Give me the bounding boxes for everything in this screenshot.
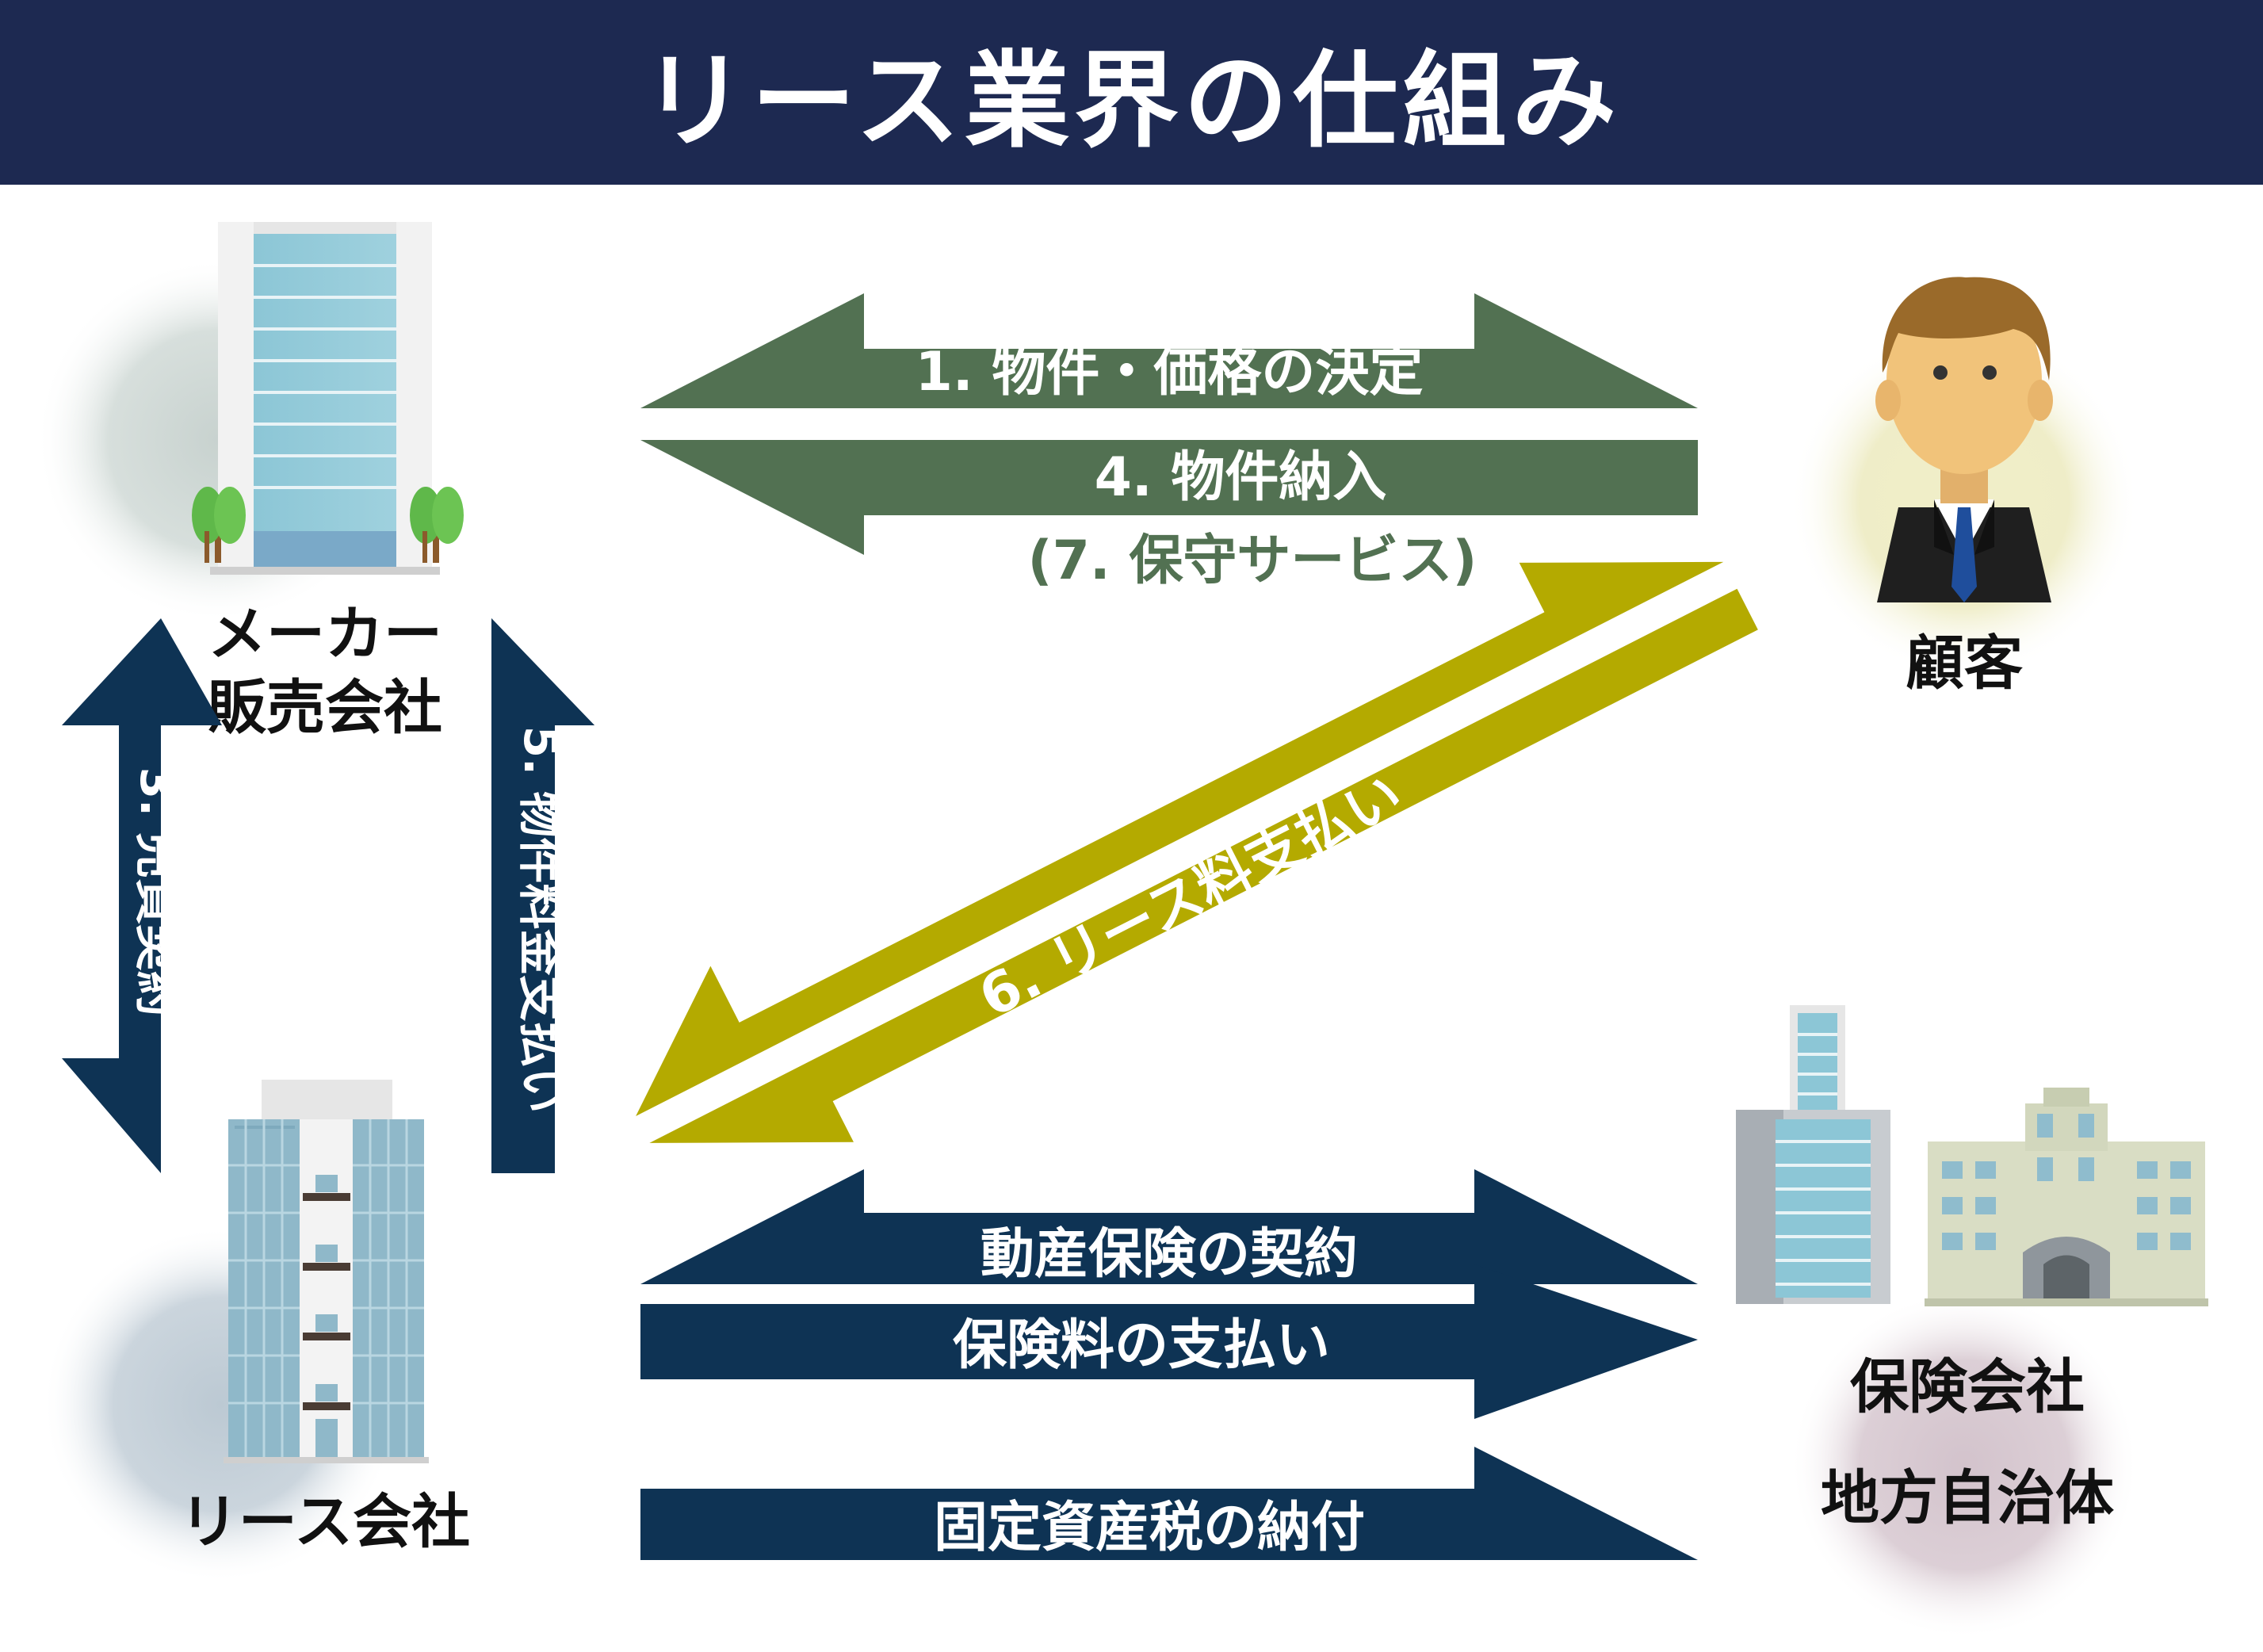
maker-label-line1: メーカー	[208, 600, 442, 668]
label-sales-contract: 3. 売買契約	[130, 767, 184, 1017]
label-equipment-payment: 5. 物件料金支払い	[514, 726, 568, 1114]
maker-label-line2: 販売会社	[208, 674, 442, 742]
city-hall-icon	[1925, 1088, 2208, 1306]
insurance-glow	[1790, 1291, 2139, 1639]
lease-label: リース会社	[180, 1488, 470, 1556]
office-tower-icon	[1736, 1005, 1890, 1304]
label-maintenance: (7. 保守サービス)	[1028, 530, 1477, 592]
arrow-lease-payment	[649, 588, 1758, 1143]
arrow-insurance-payment	[640, 1264, 1698, 1419]
lease-building-icon	[224, 1080, 429, 1463]
page-title: リース業界の仕組み	[641, 40, 1622, 163]
tree-icon	[192, 487, 246, 563]
businessman-icon	[1875, 277, 2053, 602]
tree-icon	[410, 487, 464, 563]
arrow-insurance-contract	[640, 1169, 1698, 1284]
arrow-equipment-payment	[491, 618, 594, 1173]
label-property-tax: 固定資産税の納付	[934, 1497, 1365, 1559]
arrow-delivery	[640, 440, 1698, 555]
label-insurance-payment: 保険料の支払い	[953, 1314, 1330, 1377]
header-bar: リース業界の仕組み	[0, 0, 2263, 185]
label-insurance-contract: 動産保険の契約	[981, 1223, 1358, 1286]
arrow-price-decision	[640, 293, 1698, 408]
insurance-label-line2: 地方自治体	[1821, 1464, 2114, 1532]
insurance-label-line1: 保険会社	[1850, 1353, 2085, 1421]
arrow-sales-contract-shape	[62, 618, 222, 1173]
customer-label: 顧客	[1906, 629, 2023, 698]
arrow-equipment-payment-head	[491, 618, 594, 725]
label-price-decision: 1. 物件・価格の決定	[916, 341, 1424, 403]
label-delivery: 4. 物件納入	[1095, 446, 1387, 509]
arrow-property-tax	[640, 1447, 1698, 1560]
